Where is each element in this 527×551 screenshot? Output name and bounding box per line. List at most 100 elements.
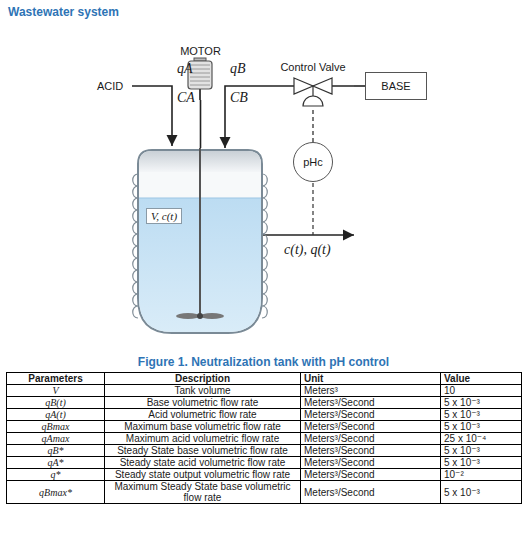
node-label: MOTOR	[180, 44, 221, 58]
table-cell: Meters³/Second	[301, 397, 441, 409]
table-cell: qA(t)	[7, 409, 105, 421]
table-row: qB* Steady State base volumetric flow rat…	[7, 445, 522, 457]
table-cell: 10⁻²	[441, 469, 522, 481]
node-label: pHc	[303, 156, 323, 168]
table-cell: Description	[105, 373, 301, 385]
table-row: qBmax* Maximum Steady State base volumetr…	[7, 481, 522, 504]
valve-drawing	[272, 74, 354, 108]
concentration-symbol: CB	[230, 90, 248, 106]
inlet-name: ACID	[97, 79, 123, 93]
table-cell: Tank volume	[105, 385, 301, 397]
table-cell: qBmax*	[7, 481, 105, 504]
table-cell: 5 x 10⁻³	[441, 445, 522, 457]
cell-text: 25 x 10⁻⁴	[444, 433, 486, 444]
cell-text: 5 x 10⁻³	[444, 421, 480, 432]
cell-text: Value	[444, 373, 470, 384]
outlet-pipe	[262, 234, 354, 236]
table-cell: qBmax	[7, 421, 105, 433]
cell-text: 10	[444, 385, 455, 396]
cell-text: Steady State base volumetric flow rate	[117, 445, 288, 456]
table-cell: Meters³	[301, 385, 441, 397]
table-header-row: Parameters Description Unit Value	[7, 373, 522, 385]
base-supply-box: BASE	[365, 72, 427, 100]
table-cell: qA*	[7, 457, 105, 469]
cell-text: 5 x 10⁻³	[444, 457, 480, 468]
table-cell: Parameters	[7, 373, 105, 385]
cell-text: Meters³/Second	[304, 409, 375, 420]
cell-text: qB(t)	[45, 397, 66, 408]
node-label: BASE	[381, 80, 410, 92]
cell-text: Unit	[304, 373, 323, 384]
table-cell: Steady State base volumetric flow rate	[105, 445, 301, 457]
table-cell: 5 x 10⁻³	[441, 457, 522, 469]
table-cell: Maximum Steady State base volumetric flo…	[105, 481, 301, 504]
cell-text: Meters³/Second	[304, 487, 375, 498]
table-cell: 5 x 10⁻³	[441, 397, 522, 409]
table-cell: Value	[441, 373, 522, 385]
parameter-table: Parameters Description Unit ValueV Tank volu…	[6, 372, 522, 504]
table-cell: q*	[7, 469, 105, 481]
acid-inlet-pipe	[132, 86, 172, 146]
table-cell: qAmax	[7, 433, 105, 445]
measurement-line	[312, 183, 313, 235]
table-cell: 10	[441, 385, 522, 397]
table-cell: qB(t)	[7, 397, 105, 409]
table-cell: Meters³/Second	[301, 469, 441, 481]
table-row: V Tank volume Meters³ 10	[7, 385, 522, 397]
pipe-connector	[354, 85, 365, 87]
cell-text: Acid volumetric flow rate	[148, 409, 256, 420]
table-cell: Meters³/Second	[301, 445, 441, 457]
cell-text: Meters³	[304, 385, 338, 396]
cell-text: Meters³/Second	[304, 397, 375, 408]
table-cell: Meters³/Second	[301, 409, 441, 421]
table-cell: qB*	[7, 445, 105, 457]
table-cell: Acid volumetric flow rate	[105, 409, 301, 421]
cell-text: Steady state output volumetric flow rate	[115, 469, 290, 480]
table-cell: Meters³/Second	[301, 481, 441, 504]
cell-text: Description	[175, 373, 230, 384]
table-cell: Steady state output volumetric flow rate	[105, 469, 301, 481]
table-cell: Maximum base volumetric flow rate	[105, 421, 301, 433]
cell-text: 5 x 10⁻³	[444, 397, 480, 408]
table-cell: Maximum acid volumetric flow rate	[105, 433, 301, 445]
cell-text: Meters³/Second	[304, 433, 375, 444]
cell-text: Maximum base volumetric flow rate	[124, 421, 281, 432]
cell-text: 10⁻²	[444, 469, 464, 480]
figure-title: Wastewater system	[8, 5, 119, 19]
node-label: Control Valve	[280, 60, 345, 74]
table-cell: 25 x 10⁻⁴	[441, 433, 522, 445]
cell-text: Parameters	[28, 373, 82, 384]
cell-text: qB*	[47, 445, 63, 456]
cell-text: Tank volume	[174, 385, 230, 396]
table-row: qBmaxMaximum base volumetric flow rateMe…	[7, 421, 522, 433]
cell-text: 5 x 10⁻³	[444, 445, 480, 456]
neutralization-tank: V, c(t)	[128, 148, 272, 338]
table-cell: V	[7, 385, 105, 397]
node-label: V, c(t)	[146, 208, 182, 224]
cell-text: Meters³/Second	[304, 469, 375, 480]
concentration-symbol: CA	[177, 90, 195, 106]
control-valve: Control Valve	[272, 60, 354, 108]
cell-text: qA*	[47, 457, 63, 468]
cell-text: qBmax	[42, 421, 70, 432]
table-cell: 5 x 10⁻³	[441, 421, 522, 433]
table-cell: Base volumetric flow rate	[105, 397, 301, 409]
cell-text: Maximum acid volumetric flow rate	[126, 433, 279, 444]
cell-text: V	[52, 385, 58, 396]
pipe-connector	[200, 100, 202, 148]
cell-text: Meters³/Second	[304, 457, 375, 468]
figure-caption: Figure 1. Neutralization tank with pH co…	[138, 355, 389, 369]
table-cell: Unit	[301, 373, 441, 385]
cell-text: Steady state acid volumetric flow rate	[120, 457, 286, 468]
table-row: qAmax Maximum acid volumetric flow rate Me…	[7, 433, 522, 445]
cell-text: Base volumetric flow rate	[147, 397, 259, 408]
ph-controller: pHc	[293, 142, 333, 182]
table-cell: Meters³/Second	[301, 433, 441, 445]
table-row: q* Steady state output volumetric flow ra…	[7, 469, 522, 481]
cell-text: q*	[51, 469, 61, 480]
cell-text: Maximum Steady State base volumetric flo…	[114, 481, 290, 503]
table-cell: 5 x 10⁻³	[441, 409, 522, 421]
table-row: qB(t) Base volumetric flow rate Meters³/Se…	[7, 397, 522, 409]
table-row: qA(t) Acid volumetric flow rate Meters³/Se…	[7, 409, 522, 421]
